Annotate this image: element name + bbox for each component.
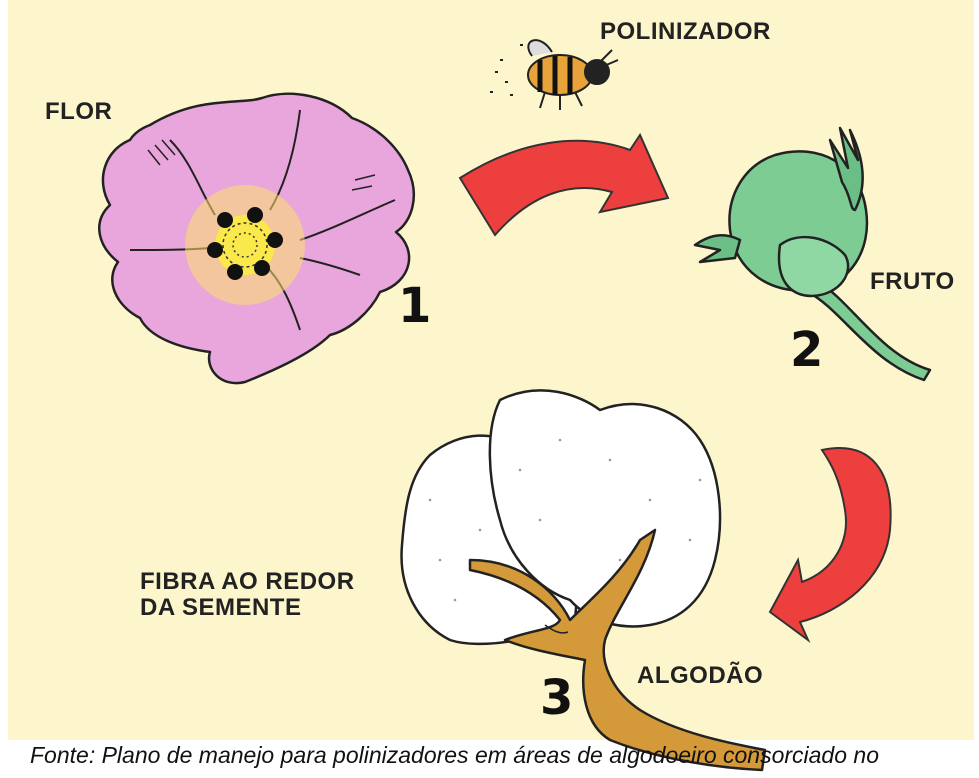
label-fiber-line2: DA SEMENTE bbox=[140, 594, 301, 622]
step-number-3: 3 bbox=[540, 670, 573, 726]
step-number-2: 2 bbox=[790, 322, 823, 378]
arrow-fruit-to-cotton bbox=[770, 448, 891, 640]
cotton-boll-illustration bbox=[402, 390, 765, 770]
bee-pollinator-illustration bbox=[490, 40, 618, 110]
step-number-1: 1 bbox=[398, 278, 431, 334]
label-pollinator: POLINIZADOR bbox=[600, 18, 771, 46]
label-fiber-line1: FIBRA AO REDOR bbox=[140, 568, 355, 596]
label-cotton: ALGODÃO bbox=[637, 662, 763, 690]
label-flower: FLOR bbox=[45, 98, 112, 126]
arrow-flower-to-fruit bbox=[460, 135, 668, 235]
source-caption: Fonte: Plano de manejo para polinizadore… bbox=[30, 742, 879, 769]
label-fruit: FRUTO bbox=[870, 268, 955, 296]
